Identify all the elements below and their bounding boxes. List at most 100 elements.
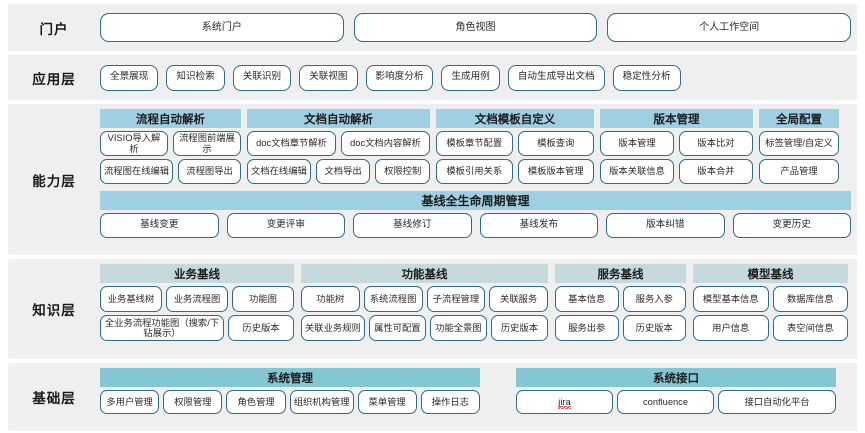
portal-item-personal-workspace[interactable]: 个人工作空间 bbox=[607, 13, 852, 42]
know-item-database-info[interactable]: 数据库信息 bbox=[772, 286, 848, 312]
group-header-model-baseline: 模型基线 bbox=[693, 264, 848, 283]
app-item-knowledge-search[interactable]: 知识检索 bbox=[166, 64, 225, 91]
know-item-tablespace-info[interactable]: 表空间信息 bbox=[772, 315, 848, 341]
cap-item-version-merge[interactable]: 版本合并 bbox=[679, 159, 753, 184]
base-item-confluence[interactable]: confluence bbox=[617, 390, 714, 414]
know-item-full-business-flow-function-diagram[interactable]: 全业务流程功能图（搜索/下钻展示） bbox=[100, 315, 224, 341]
cap-item-version-mgmt[interactable]: 版本管理 bbox=[600, 131, 674, 156]
group-header-doc-template: 文档模板自定义 bbox=[436, 109, 594, 128]
know-item-related-business-rule[interactable]: 关联业务规则 bbox=[301, 315, 365, 341]
layer-portal: 门户 系统门户 角色视图 个人工作空间 bbox=[8, 4, 857, 51]
base-item-menu-mgmt[interactable]: 菜单管理 bbox=[357, 390, 417, 414]
layer-body-knowledge: 业务基线 业务基线树 业务流程图 功能图 全业务流程功能图（搜索/下钻展示） 历… bbox=[100, 259, 857, 359]
cap-item-flowchart-online-edit[interactable]: 流程图在线编辑 bbox=[100, 159, 174, 184]
know-item-service-output-params[interactable]: 服务出参 bbox=[555, 315, 619, 341]
baseline-item-release[interactable]: 基线发布 bbox=[479, 213, 598, 238]
app-item-impact-analysis[interactable]: 影响度分析 bbox=[365, 64, 434, 91]
cap-item-template-version-mgmt[interactable]: 模板版本管理 bbox=[517, 159, 594, 184]
capability-row: 版本关联信息 版本合并 bbox=[600, 159, 753, 184]
layer-label-capability: 能力层 bbox=[32, 173, 76, 189]
layer-capability: 能力层 流程自动解析 VISIO导入解析 流程图前端展示 流程图在线编辑 流程图… bbox=[8, 104, 857, 255]
layer-body-application: 全景展现 知识检索 关联识别 关联视图 影响度分析 生成用例 自动生成导出文档 … bbox=[100, 55, 857, 100]
cap-item-doc-content-parse[interactable]: doc文档内容解析 bbox=[341, 131, 430, 156]
group-header-business-baseline: 业务基线 bbox=[100, 264, 294, 283]
know-item-subprocess-mgmt[interactable]: 子流程管理 bbox=[426, 286, 486, 312]
know-item-function-panorama[interactable]: 功能全景图 bbox=[429, 315, 487, 341]
cap-item-tag-mgmt-custom[interactable]: 标签管理/自定义 bbox=[759, 131, 839, 156]
group-header-version-mgmt: 版本管理 bbox=[600, 109, 753, 128]
base-item-multi-user-mgmt[interactable]: 多用户管理 bbox=[100, 390, 160, 414]
know-item-system-flowchart[interactable]: 系统流程图 bbox=[363, 286, 423, 312]
know-item-function-tree[interactable]: 功能树 bbox=[301, 286, 360, 312]
app-item-relation-view[interactable]: 关联视图 bbox=[299, 64, 358, 91]
knowledge-group-model-baseline: 模型基线 模型基本信息 数据库信息 用户信息 表空间信息 bbox=[693, 264, 848, 341]
group-header-system-interface: 系统接口 bbox=[516, 368, 836, 387]
capability-group-global-config: 全局配置 标签管理/自定义 产品管理 bbox=[759, 109, 839, 184]
baseline-item-change-review[interactable]: 变更评审 bbox=[226, 213, 345, 238]
cap-item-product-mgmt[interactable]: 产品管理 bbox=[759, 159, 839, 184]
know-item-model-basic-info[interactable]: 模型基本信息 bbox=[693, 286, 769, 312]
layer-label-base: 基础层 bbox=[32, 391, 76, 406]
layer-base: 基础层 系统管理 多用户管理 权限管理 角色管理 组织机构管理 菜单管理 操作日… bbox=[8, 363, 857, 431]
portal-item-system-portal[interactable]: 系统门户 bbox=[100, 13, 344, 42]
knowledge-group-columns: 业务基线 业务基线树 业务流程图 功能图 全业务流程功能图（搜索/下钻展示） 历… bbox=[100, 264, 851, 341]
cap-item-template-query[interactable]: 模板查询 bbox=[517, 131, 594, 156]
base-row: 多用户管理 权限管理 角色管理 组织机构管理 菜单管理 操作日志 bbox=[100, 390, 480, 414]
know-item-attribute-configurable[interactable]: 属性可配置 bbox=[368, 315, 426, 341]
cap-item-template-reference[interactable]: 模板引用关系 bbox=[436, 159, 513, 184]
know-item-history-version-biz[interactable]: 历史版本 bbox=[228, 315, 294, 341]
cap-item-version-compare[interactable]: 版本比对 bbox=[679, 131, 753, 156]
capability-row: 产品管理 bbox=[759, 159, 839, 184]
portal-item-row: 系统门户 角色视图 个人工作空间 bbox=[100, 13, 852, 42]
know-item-history-version-func[interactable]: 历史版本 bbox=[490, 315, 548, 341]
cap-item-doc-chapter-parse[interactable]: doc文档章节解析 bbox=[247, 131, 336, 156]
baseline-item-revision[interactable]: 基线修订 bbox=[353, 213, 472, 238]
knowledge-row: 模型基本信息 数据库信息 bbox=[693, 286, 848, 312]
baseline-item-version-correction[interactable]: 版本纠错 bbox=[606, 213, 725, 238]
baseline-item-change-history[interactable]: 变更历史 bbox=[732, 213, 851, 238]
know-item-service-basic-info[interactable]: 基本信息 bbox=[555, 286, 619, 312]
base-item-jira[interactable]: jira bbox=[516, 390, 613, 414]
group-header-global-config: 全局配置 bbox=[759, 109, 839, 128]
base-group-columns: 系统管理 多用户管理 权限管理 角色管理 组织机构管理 菜单管理 操作日志 系统… bbox=[100, 368, 851, 414]
base-item-role-mgmt[interactable]: 角色管理 bbox=[226, 390, 286, 414]
app-item-stability-analysis[interactable]: 稳定性分析 bbox=[612, 64, 681, 91]
know-item-related-service[interactable]: 关联服务 bbox=[489, 286, 548, 312]
base-item-operation-log[interactable]: 操作日志 bbox=[420, 390, 480, 414]
baseline-item-row: 基线变更 变更评审 基线修订 基线发布 版本纠错 变更历史 bbox=[100, 213, 851, 238]
group-header-function-baseline: 功能基线 bbox=[301, 264, 548, 283]
baseline-item-change[interactable]: 基线变更 bbox=[100, 213, 219, 238]
app-item-relation-identify[interactable]: 关联识别 bbox=[232, 64, 292, 91]
app-item-generate-usecase[interactable]: 生成用例 bbox=[441, 64, 500, 91]
base-item-interface-automation-platform[interactable]: 接口自动化平台 bbox=[718, 390, 836, 414]
group-header-baseline-lifecycle: 基线全生命周期管理 bbox=[100, 191, 851, 210]
capability-group-flow-parse: 流程自动解析 VISIO导入解析 流程图前端展示 流程图在线编辑 流程图导出 bbox=[100, 109, 241, 184]
know-item-user-info[interactable]: 用户信息 bbox=[693, 315, 769, 341]
capability-row: 标签管理/自定义 bbox=[759, 131, 839, 156]
cap-item-version-relation-info[interactable]: 版本关联信息 bbox=[600, 159, 674, 184]
know-item-business-baseline-tree[interactable]: 业务基线树 bbox=[100, 286, 162, 312]
know-item-history-version-svc[interactable]: 历史版本 bbox=[622, 315, 686, 341]
cap-item-template-chapter-config[interactable]: 模板章节配置 bbox=[436, 131, 513, 156]
knowledge-group-service-baseline: 服务基线 基本信息 服务入参 服务出参 历史版本 bbox=[555, 264, 686, 341]
know-item-service-input-params[interactable]: 服务入参 bbox=[622, 286, 686, 312]
portal-item-role-view[interactable]: 角色视图 bbox=[353, 13, 598, 42]
know-item-function-diagram[interactable]: 功能图 bbox=[232, 286, 294, 312]
group-header-system-mgmt: 系统管理 bbox=[100, 368, 480, 387]
capability-group-version-mgmt: 版本管理 版本管理 版本比对 版本关联信息 版本合并 bbox=[600, 109, 753, 184]
base-item-org-structure-mgmt[interactable]: 组织机构管理 bbox=[289, 390, 354, 414]
app-item-panorama[interactable]: 全景展现 bbox=[100, 64, 159, 91]
cap-item-flowchart-export[interactable]: 流程图导出 bbox=[178, 159, 241, 184]
layer-body-base: 系统管理 多用户管理 权限管理 角色管理 组织机构管理 菜单管理 操作日志 系统… bbox=[100, 363, 857, 431]
cap-item-doc-export[interactable]: 文档导出 bbox=[315, 159, 371, 184]
cap-item-permission-control[interactable]: 权限控制 bbox=[375, 159, 431, 184]
knowledge-row: 基本信息 服务入参 bbox=[555, 286, 686, 312]
know-item-business-flowchart[interactable]: 业务流程图 bbox=[166, 286, 228, 312]
app-item-auto-export-doc[interactable]: 自动生成导出文档 bbox=[507, 64, 605, 91]
cap-item-doc-online-edit[interactable]: 文档在线编辑 bbox=[247, 159, 311, 184]
base-item-permission-mgmt[interactable]: 权限管理 bbox=[163, 390, 223, 414]
cap-item-visio-import-parse[interactable]: VISIO导入解析 bbox=[100, 131, 168, 156]
cap-item-flowchart-frontend-display[interactable]: 流程图前端展示 bbox=[173, 131, 241, 156]
capability-group-doc-template: 文档模板自定义 模板章节配置 模板查询 模板引用关系 模板版本管理 bbox=[436, 109, 594, 184]
